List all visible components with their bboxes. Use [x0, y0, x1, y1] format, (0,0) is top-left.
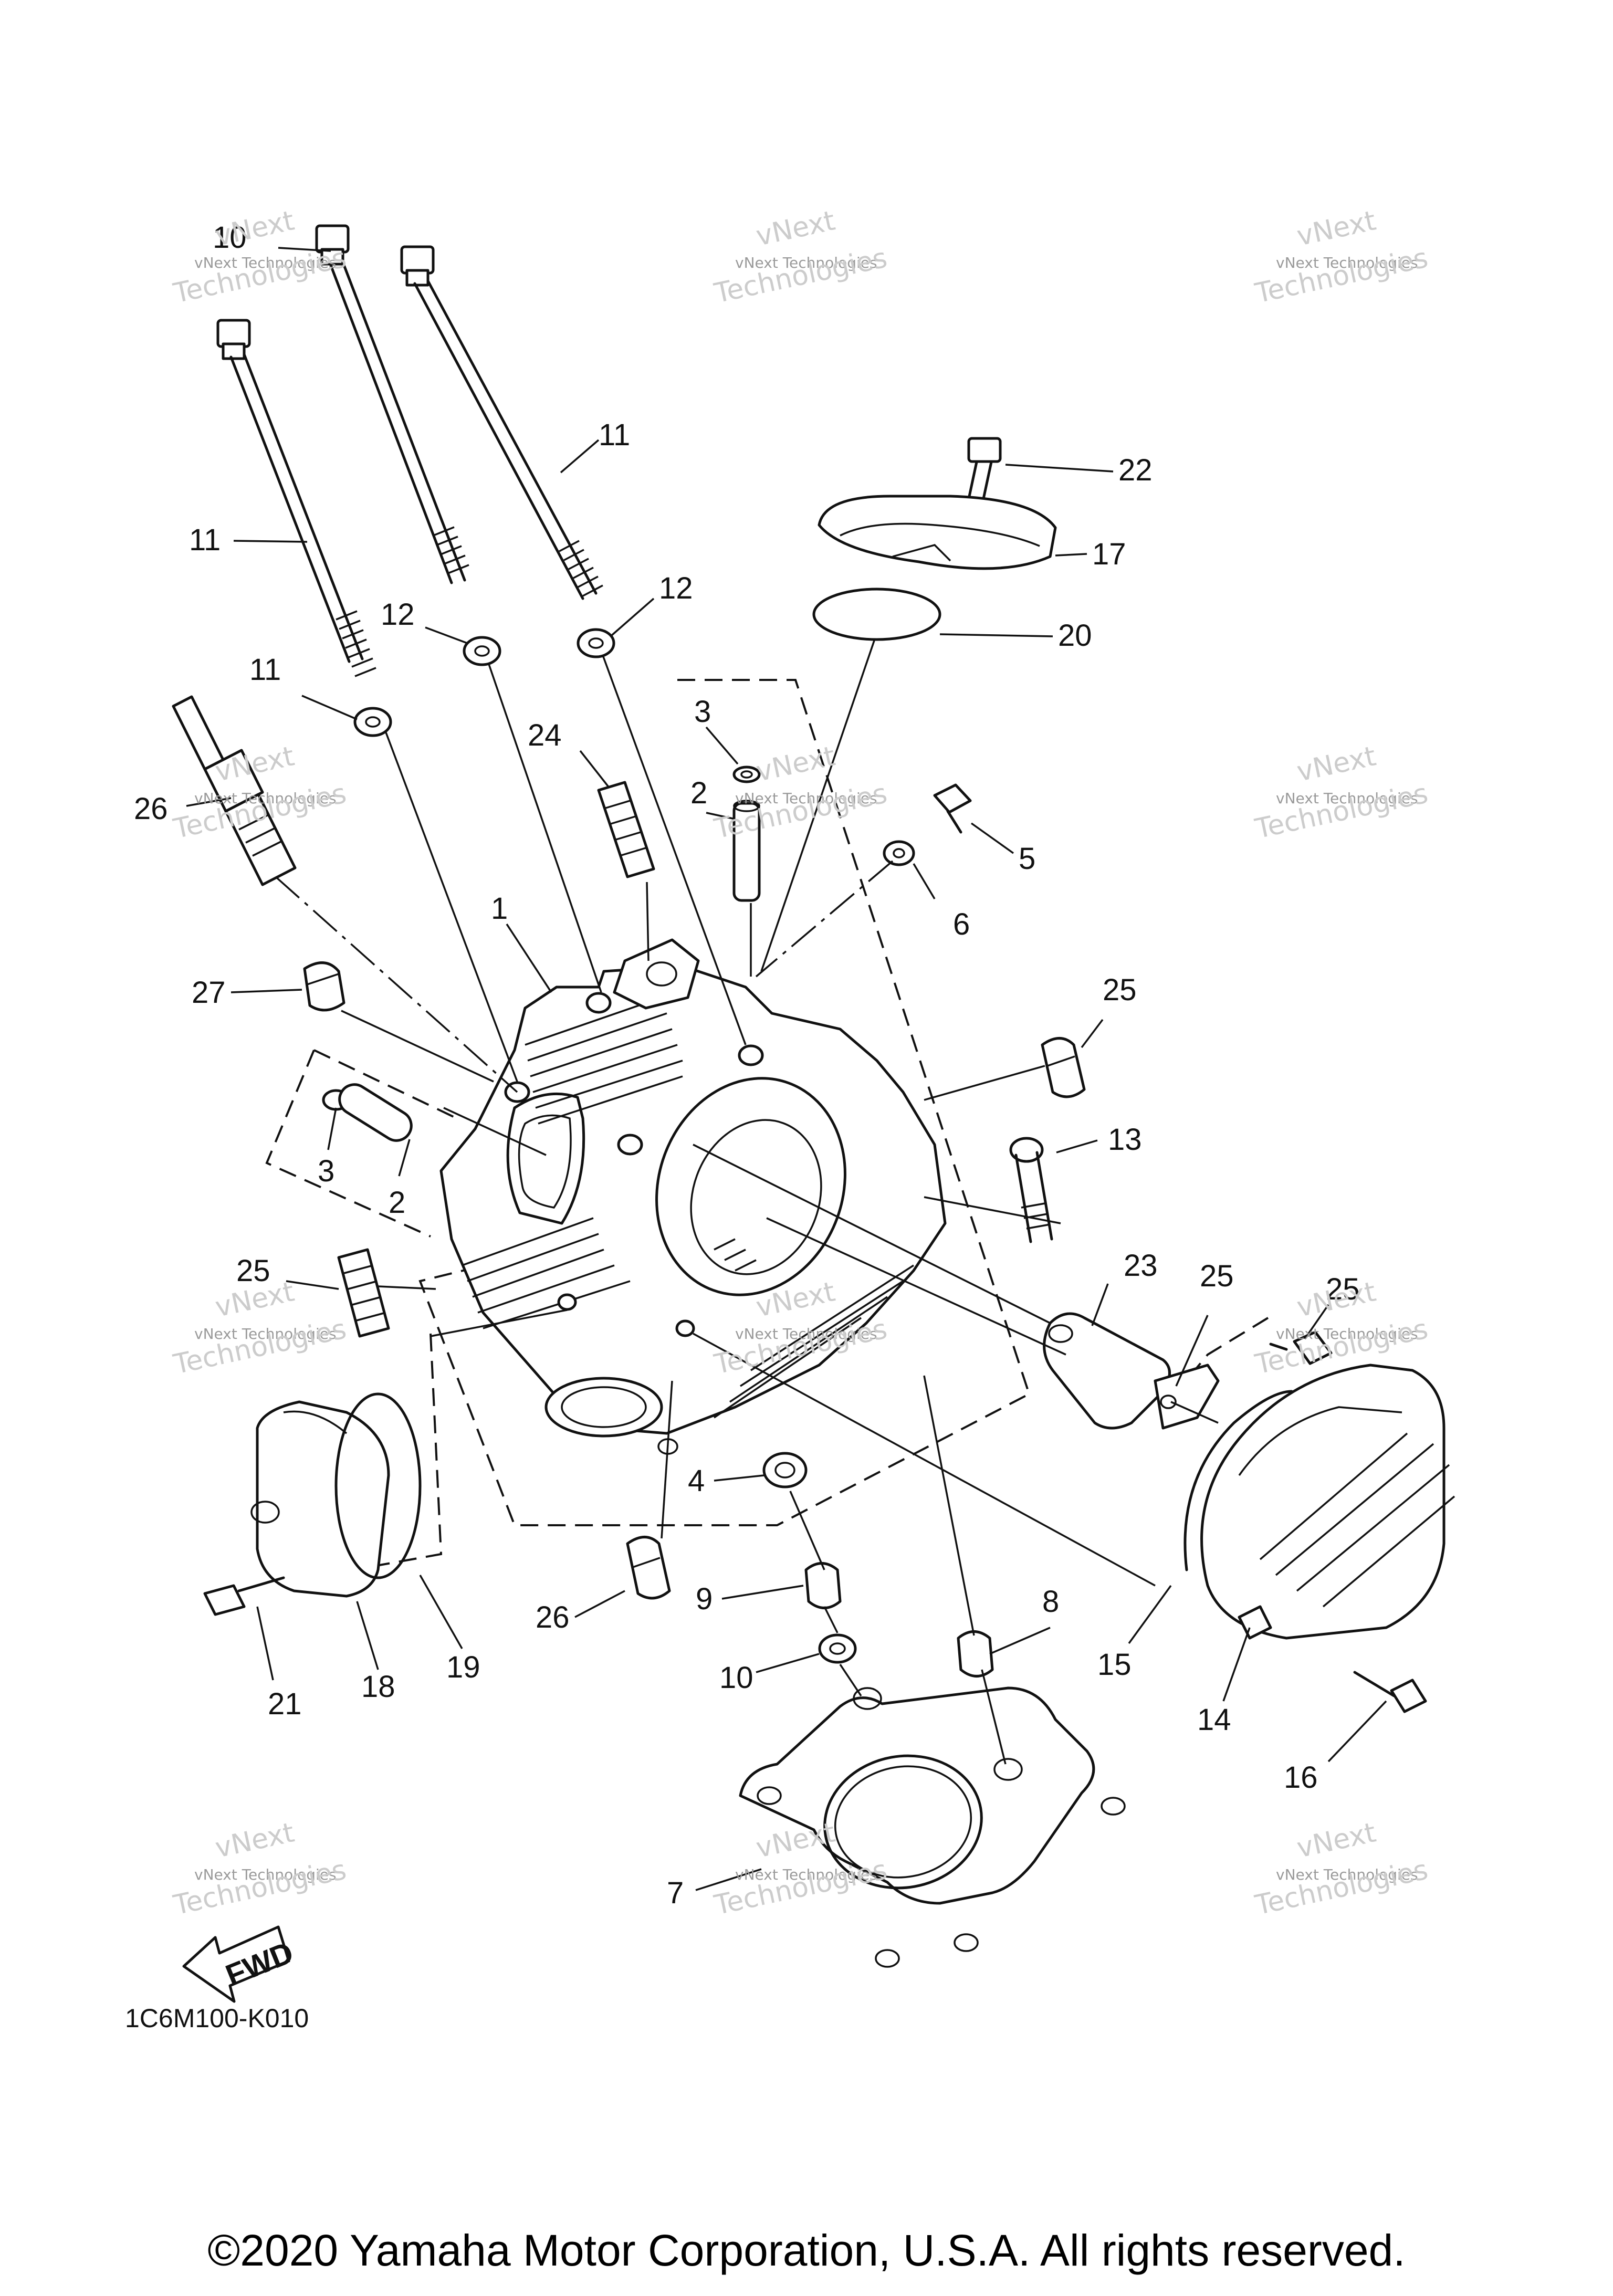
- svg-text:Technologies: Technologies: [711, 1854, 890, 1921]
- callout-27: 27: [192, 976, 226, 1010]
- callout-23: 25: [1200, 1259, 1234, 1293]
- callout-19-top: 20: [1058, 618, 1092, 653]
- watermark-1: vNext vNext Technologies Technologies: [171, 205, 349, 309]
- cylinder-head: [439, 938, 947, 1455]
- svg-text:vNext Technologies: vNext Technologies: [735, 254, 877, 271]
- callout-26-right: 25: [1103, 973, 1137, 1007]
- callout-2-left: 2: [389, 1186, 405, 1220]
- callout-11-top: 10: [213, 221, 247, 255]
- callout-10: 10: [719, 1661, 753, 1695]
- svg-text:vNext Technologies: vNext Technologies: [194, 790, 337, 807]
- bolt-13: [1009, 1137, 1053, 1243]
- svg-text:Technologies: Technologies: [1252, 242, 1431, 309]
- svg-text:vNext: vNext: [1294, 1276, 1379, 1323]
- diagram-reference-code: 1C6M100-K010: [125, 2004, 309, 2033]
- svg-text:vNext: vNext: [753, 205, 838, 252]
- callout-18: 18: [361, 1670, 395, 1704]
- callout-15: 15: [1097, 1648, 1132, 1682]
- callout-3-left: 3: [318, 1154, 334, 1188]
- callout-labels: 10 11 11 12 11 12 24 3 2 22 17 20 26 1 2…: [134, 221, 1360, 1910]
- forward-direction-arrow: FWD: [182, 1925, 298, 2003]
- svg-text:vNext Technologies: vNext Technologies: [1276, 1325, 1418, 1343]
- callout-14: 14: [1197, 1703, 1231, 1737]
- callout-12-mid: 12: [381, 597, 415, 632]
- head-plugs: [303, 781, 1086, 1600]
- svg-text:vNext: vNext: [213, 1276, 297, 1323]
- callout-leaders: [186, 247, 1387, 1891]
- svg-text:Technologies: Technologies: [171, 1854, 349, 1921]
- svg-text:Technologies: Technologies: [171, 1313, 349, 1380]
- callout-8: 8: [1042, 1585, 1059, 1619]
- callout-26-bottom: 26: [536, 1600, 570, 1634]
- svg-text:vNext: vNext: [1294, 740, 1379, 788]
- spark-plug: [172, 695, 297, 886]
- svg-text:vNext Technologies: vNext Technologies: [194, 1866, 337, 1883]
- callout-9: 9: [696, 1582, 713, 1616]
- callout-21: 23: [1124, 1249, 1158, 1283]
- watermark-12: vNext vNext Technologies Technologies: [1252, 1817, 1431, 1921]
- svg-text:vNext: vNext: [1294, 205, 1379, 252]
- svg-text:vNext Technologies: vNext Technologies: [1276, 254, 1418, 271]
- callout-19-bottom: 19: [446, 1650, 480, 1684]
- svg-text:vNext Technologies: vNext Technologies: [194, 254, 337, 271]
- watermark-7: vNext vNext Technologies Technologies: [171, 1276, 349, 1380]
- watermark-3: vNext vNext Technologies Technologies: [1252, 205, 1431, 309]
- callout-4: 4: [688, 1464, 705, 1498]
- callout-12-right: 12: [659, 571, 693, 605]
- left-valve-guide-group: [322, 1083, 413, 1142]
- callout-20-bottom: 21: [268, 1687, 302, 1721]
- svg-text:vNext: vNext: [753, 740, 838, 788]
- svg-text:vNext: vNext: [753, 1817, 838, 1864]
- watermark-2: vNext vNext Technologies Technologies: [711, 205, 890, 309]
- svg-text:vNext Technologies: vNext Technologies: [735, 790, 877, 807]
- callout-1: 1: [491, 892, 508, 926]
- small-seals-and-dowels: [762, 1452, 994, 1678]
- watermark-10: vNext vNext Technologies Technologies: [171, 1817, 349, 1921]
- left-side-cover: [203, 1392, 422, 1616]
- svg-text:Technologies: Technologies: [711, 778, 890, 845]
- callout-7: 7: [667, 1876, 684, 1910]
- tappet-cover-top: [812, 437, 1057, 641]
- watermark-5: vNext vNext Technologies Technologies: [711, 740, 890, 845]
- callout-12-left: 11: [249, 653, 281, 687]
- callout-20-top: 22: [1118, 453, 1153, 487]
- svg-text:vNext Technologies: vNext Technologies: [735, 1866, 877, 1883]
- assembly-leader-lines: [275, 640, 1219, 1765]
- right-tappet-cover: [1183, 1364, 1455, 1713]
- callout-24: 26: [134, 792, 168, 826]
- svg-text:Technologies: Technologies: [171, 242, 349, 309]
- callout-22: 25: [1326, 1272, 1360, 1306]
- callout-25-left: 25: [236, 1254, 270, 1288]
- cylinder-head-gasket: [739, 1686, 1126, 1968]
- callout-17: 17: [1092, 537, 1126, 571]
- right-valve-guide-group: [732, 766, 761, 902]
- callout-2-right: 2: [690, 776, 707, 810]
- callout-11-right: 11: [599, 418, 630, 452]
- small-bolt-and-washer: [883, 783, 972, 866]
- svg-text:vNext Technologies: vNext Technologies: [735, 1325, 877, 1343]
- callout-5: 5: [1019, 842, 1035, 876]
- decomp-and-bracket: [1043, 1312, 1333, 1430]
- callout-3-right: 3: [694, 695, 711, 729]
- svg-text:vNext Technologies: vNext Technologies: [194, 1325, 337, 1343]
- watermark-6: vNext vNext Technologies Technologies: [1252, 740, 1431, 845]
- svg-text:vNext Technologies: vNext Technologies: [1276, 1866, 1418, 1883]
- callout-16: 16: [1284, 1760, 1318, 1795]
- svg-text:Technologies: Technologies: [1252, 778, 1431, 845]
- callout-11-left: 11: [189, 523, 221, 557]
- svg-text:vNext: vNext: [213, 1817, 297, 1864]
- svg-text:vNext: vNext: [213, 205, 297, 252]
- bolt-washers: [353, 628, 615, 737]
- svg-text:Technologies: Technologies: [1252, 1854, 1431, 1921]
- callout-6: 6: [953, 907, 970, 941]
- callout-13: 13: [1108, 1123, 1142, 1157]
- cylinder-head-bolts: [216, 224, 603, 677]
- copyright-notice: ©2020 Yamaha Motor Corporation, U.S.A. A…: [207, 2226, 1406, 2275]
- svg-text:vNext: vNext: [1294, 1817, 1379, 1864]
- watermark-9: vNext vNext Technologies Technologies: [1252, 1276, 1431, 1380]
- callout-25-top: 24: [528, 718, 562, 752]
- svg-text:Technologies: Technologies: [711, 242, 890, 309]
- svg-text:vNext Technologies: vNext Technologies: [1276, 790, 1418, 807]
